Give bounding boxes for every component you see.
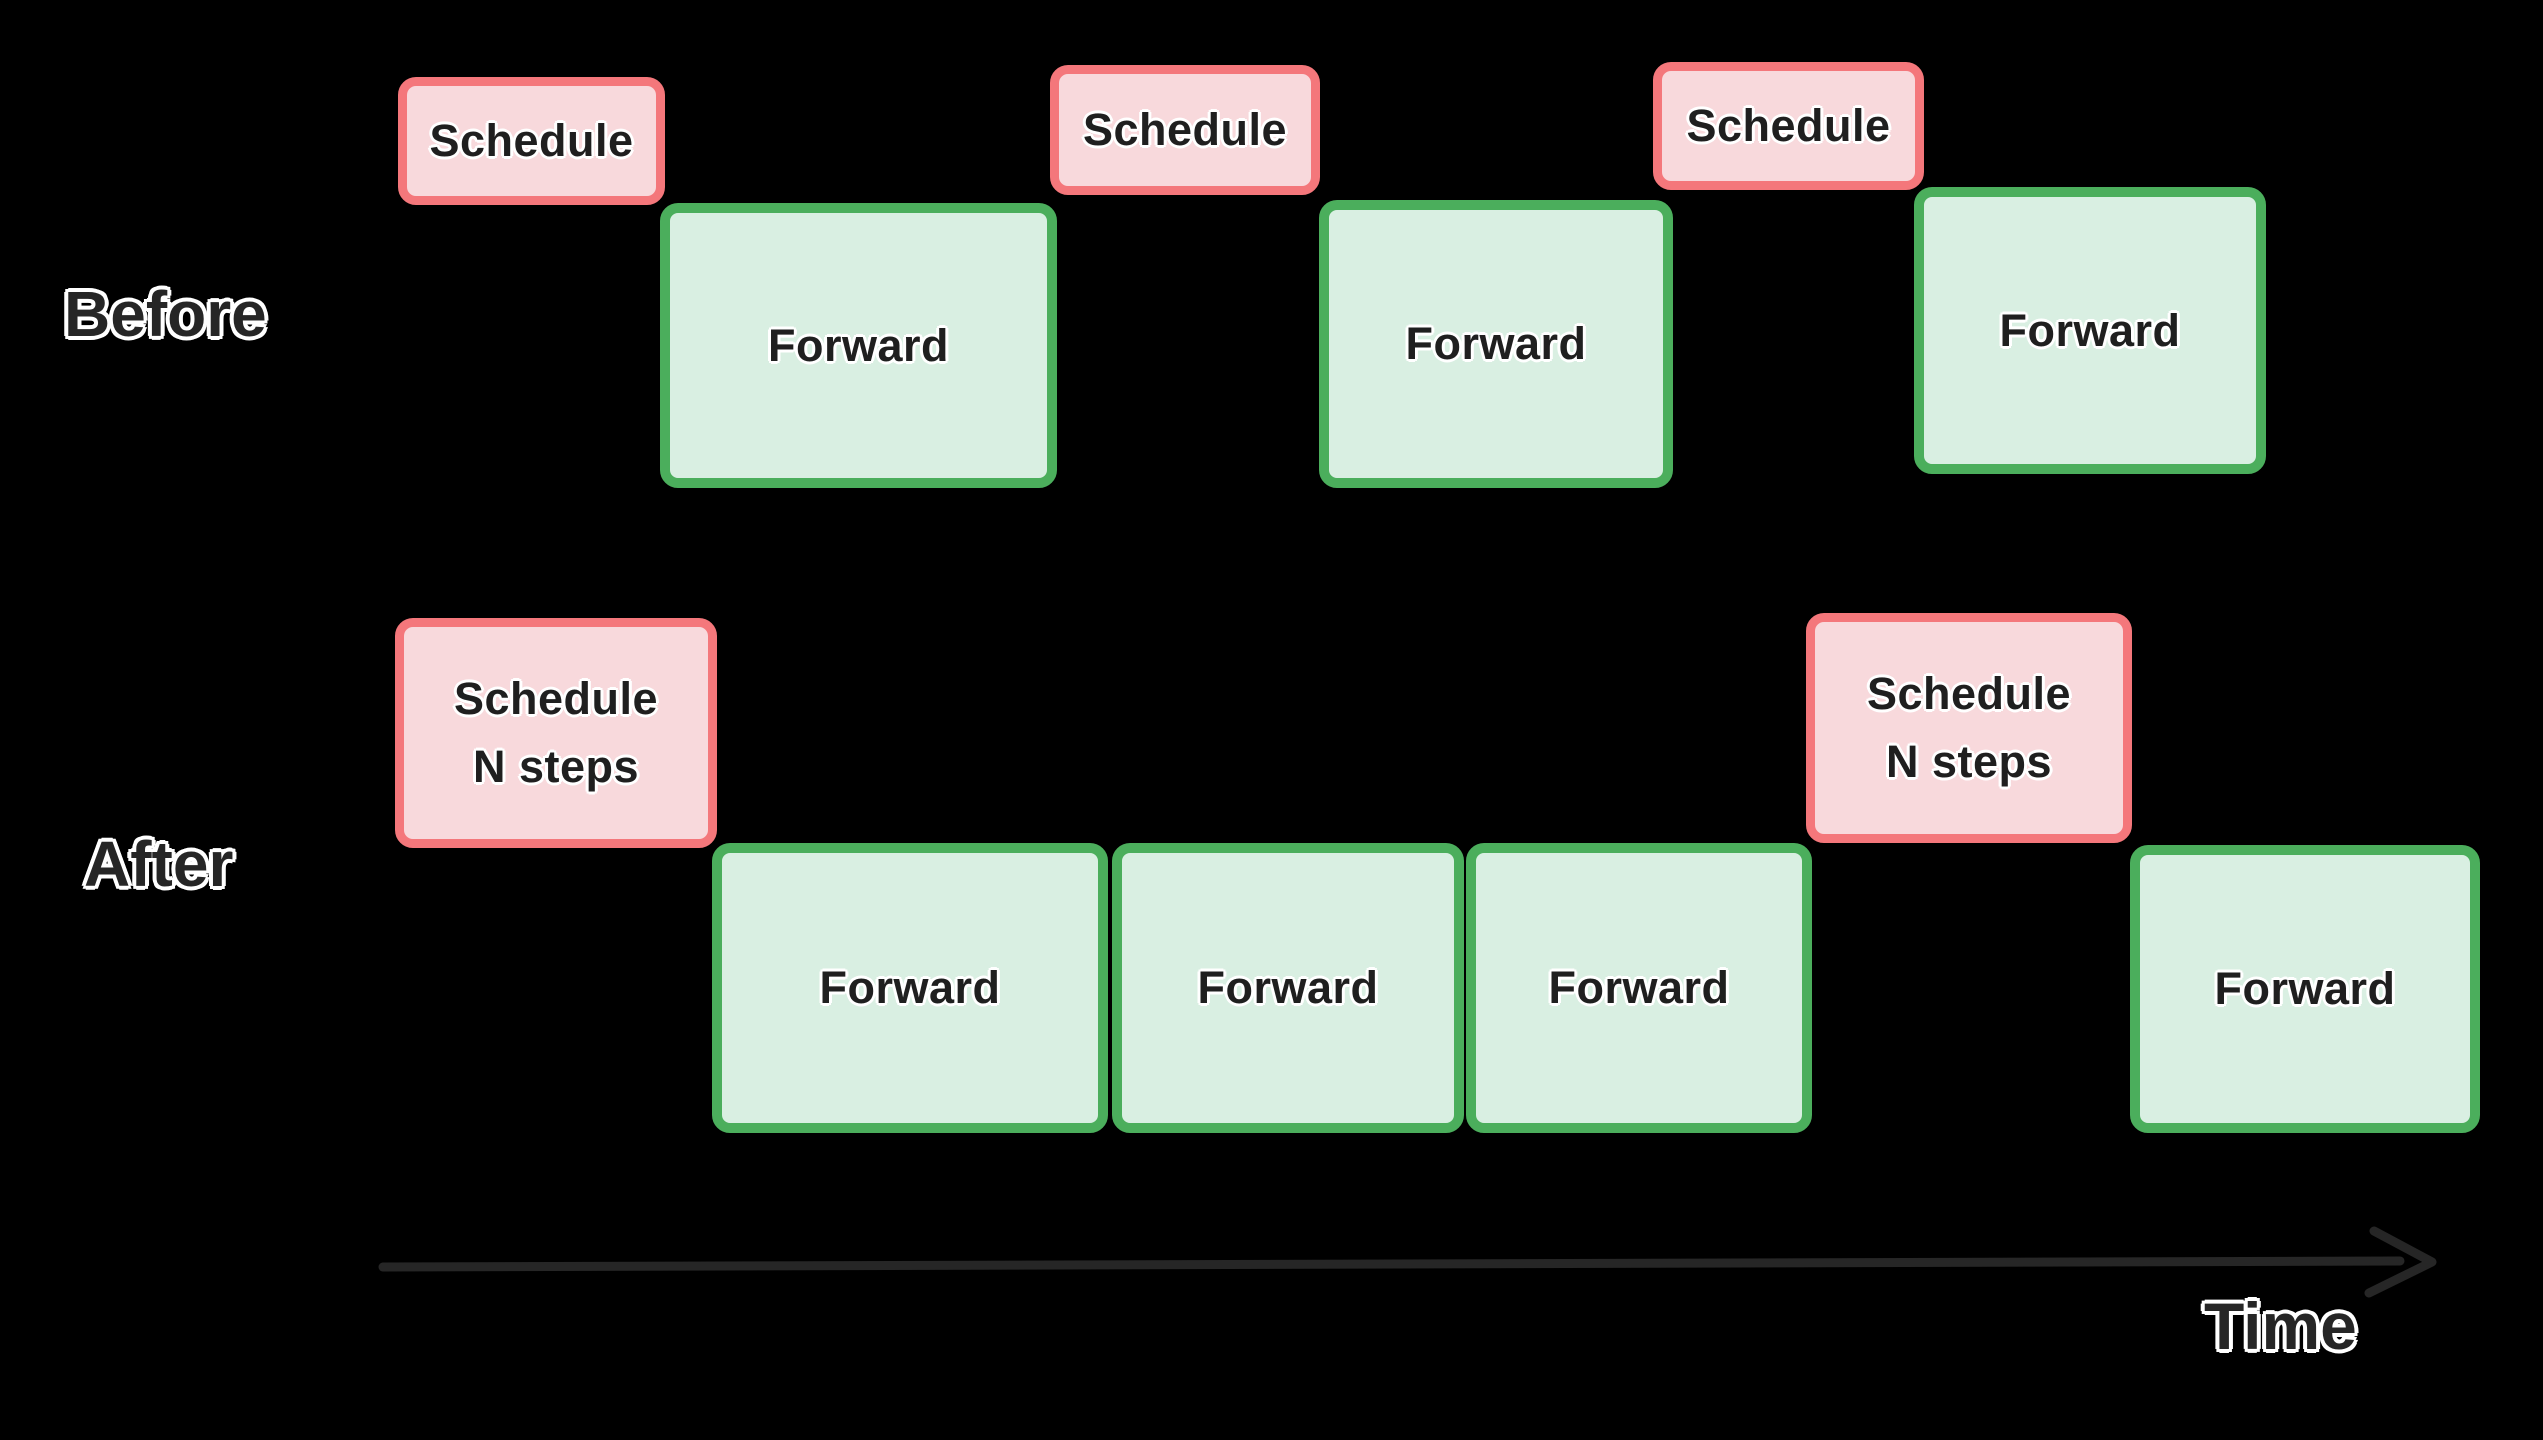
forward-box: Forward — [660, 203, 1057, 488]
row-label-before: Before — [64, 278, 267, 350]
box-label: N steps — [1885, 736, 2053, 787]
box-label: Schedule — [1866, 668, 2072, 719]
box-label: Forward — [819, 962, 1001, 1013]
forward-box: Forward — [1914, 187, 2266, 474]
schedule-box: Schedule — [398, 77, 665, 205]
box-label: Forward — [2214, 963, 2396, 1014]
box-label: Forward — [1999, 304, 2181, 356]
time-arrow-line — [378, 1256, 2405, 1272]
box-label: Forward — [1197, 962, 1379, 1013]
time-axis-label: Time — [2204, 1289, 2357, 1363]
box-label: N steps — [472, 741, 640, 792]
time-arrow-head-icon — [2364, 1226, 2437, 1298]
box-label: Forward — [767, 319, 950, 371]
box-label: Schedule — [1686, 100, 1891, 151]
forward-box: Forward — [712, 843, 1108, 1133]
box-label: Forward — [1548, 962, 1730, 1013]
schedule-box: Schedule — [1653, 62, 1924, 190]
schedule-box: Schedule N steps — [395, 618, 717, 848]
forward-box: Forward — [2130, 845, 2480, 1133]
forward-box: Forward — [1319, 200, 1673, 488]
row-label-after: After — [84, 828, 234, 900]
schedule-box: Schedule — [1050, 65, 1320, 195]
schedule-box: Schedule N steps — [1806, 613, 2132, 843]
forward-box: Forward — [1466, 843, 1812, 1133]
forward-box: Forward — [1112, 843, 1464, 1133]
box-label: Schedule — [429, 115, 634, 166]
box-label: Schedule — [453, 673, 659, 724]
box-label: Schedule — [1082, 104, 1288, 155]
box-label: Forward — [1405, 318, 1587, 369]
